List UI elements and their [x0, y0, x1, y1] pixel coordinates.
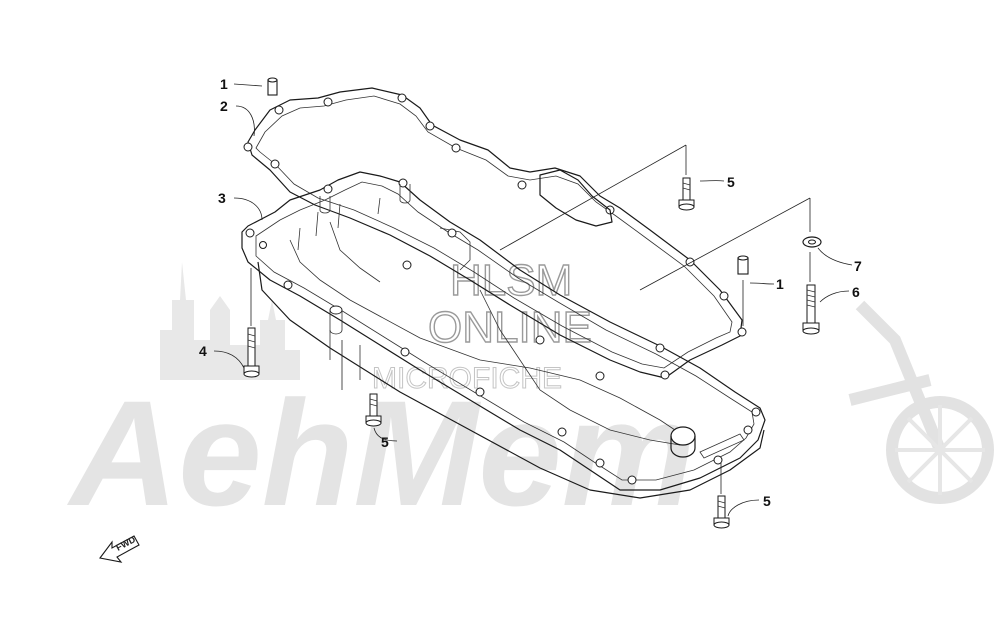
forward-direction-arrow: FWD [99, 534, 140, 563]
watermark-motorcycle [848, 300, 994, 504]
callout-1-top: 1 [220, 76, 228, 92]
callout-2: 2 [220, 98, 228, 114]
washer [802, 236, 822, 248]
oil-pan [241, 171, 766, 499]
dowel-pin-right [737, 255, 749, 275]
oil-pan-bolt-holes [245, 178, 761, 485]
callout-3: 3 [218, 190, 226, 206]
watermark-microfiche: MICROFICHE [372, 362, 562, 395]
callout-6: 6 [852, 284, 860, 300]
gasket [243, 87, 747, 380]
gasket-tab [539, 169, 613, 227]
bolt-long [802, 284, 820, 335]
callout-4: 4 [199, 343, 207, 359]
watermark-wheel-spokes [895, 405, 985, 495]
callout-5-bottom: 5 [763, 493, 771, 509]
bolt-4 [243, 327, 260, 378]
watermark-brand: AehMem [66, 369, 695, 537]
callout-1-right: 1 [776, 276, 784, 292]
gasket-bolt-holes [243, 93, 747, 380]
callout-5-upper: 5 [727, 174, 735, 190]
callouts: 1 2 3 4 5 5 5 1 6 7 [199, 76, 862, 509]
drain-boss [670, 426, 696, 446]
bolt-5-bottom [713, 495, 730, 529]
assembly-lines [250, 144, 811, 494]
bolt-5-left [365, 393, 382, 427]
callout-leaders [213, 83, 853, 517]
callout-7: 7 [854, 258, 862, 274]
callout-5-left: 5 [381, 434, 389, 450]
dowel-pin-top [267, 77, 278, 96]
watermark: AehMem HLSM ONLINE MICROFICHE [66, 255, 994, 537]
watermark-skyline [160, 262, 300, 380]
bolt-5-upper [678, 177, 695, 211]
